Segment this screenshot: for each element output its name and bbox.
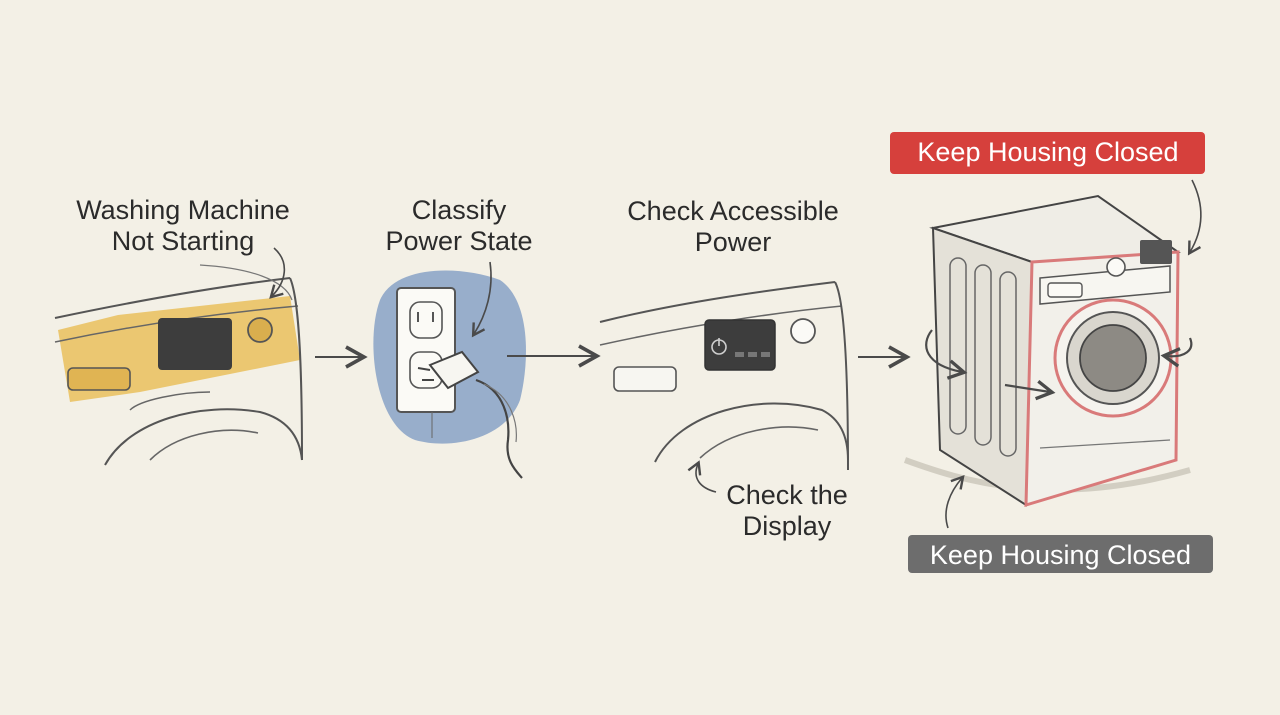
step-label-check-power: Check Accessible Power [608, 196, 858, 258]
washer-display-icon [599, 281, 849, 493]
step-label-washer-not-starting: Washing Machine Not Starting [48, 195, 318, 257]
keep-housing-closed-badge-top: Keep Housing Closed [917, 137, 1179, 167]
control-knob [247, 317, 273, 343]
step-2-line-1: Classify [411, 195, 507, 225]
step-1-line-1: Washing Machine [76, 195, 290, 225]
step-1-line-2: Not Starting [111, 226, 255, 256]
callout-line-2: Display [742, 511, 832, 541]
callout-line-1: Check the [726, 480, 848, 510]
step-2-line-2: Power State [385, 226, 533, 256]
callout-check-display: Check the Display [712, 480, 862, 542]
detergent-drawer [67, 367, 131, 391]
info-badge-bg [908, 535, 1213, 573]
step-3-line-1: Check Accessible [627, 196, 839, 226]
warning-badge-bg [890, 132, 1205, 174]
washer-housing-icon [903, 179, 1202, 529]
step-3-line-2: Power [694, 227, 772, 257]
display-screen [158, 318, 232, 370]
power-outlet-plug-icon [373, 261, 526, 479]
keep-housing-closed-badge-bottom: Keep Housing Closed [929, 540, 1192, 570]
step-label-classify-power: Classify Power State [370, 195, 548, 257]
washer-control-panel-icon [54, 247, 303, 466]
